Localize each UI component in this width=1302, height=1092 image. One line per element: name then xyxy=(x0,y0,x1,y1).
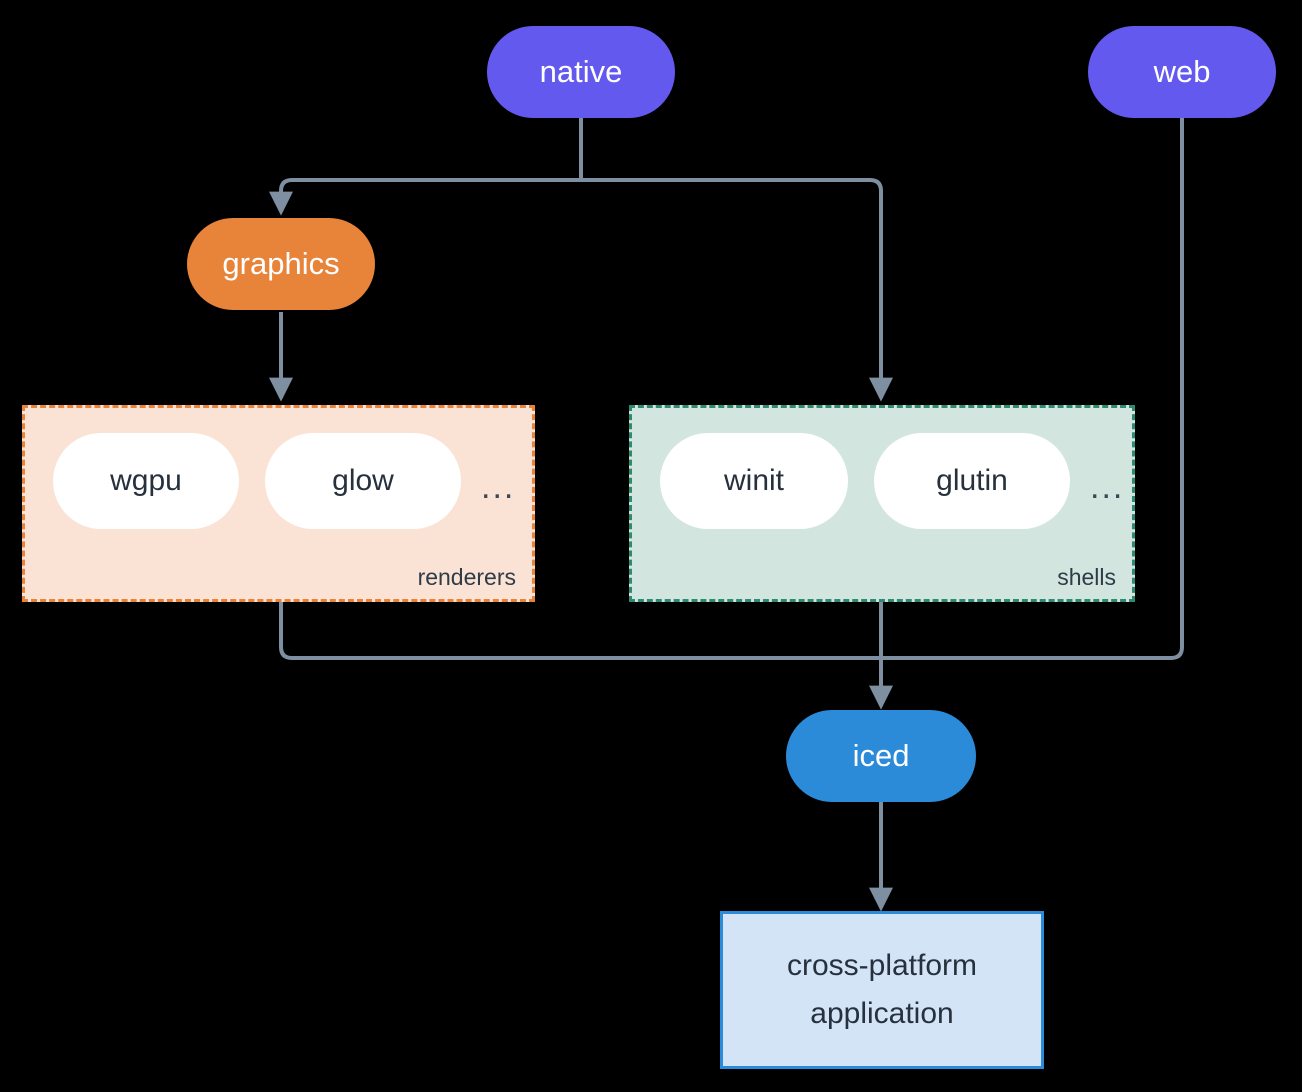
node-graphics[interactable]: graphics xyxy=(187,218,375,310)
node-glutin[interactable]: glutin xyxy=(874,433,1070,529)
application-line-2: application xyxy=(810,997,954,1030)
group-renderers-label: renderers xyxy=(417,564,516,590)
node-winit[interactable]: winit xyxy=(660,433,848,529)
application-line-1: cross-platform xyxy=(786,949,978,982)
edge-renderers-to-iced xyxy=(279,602,881,660)
node-cross-platform-application[interactable]: cross-platform application xyxy=(720,911,1044,1069)
node-web[interactable]: web xyxy=(1088,26,1276,118)
group-renderers: wgpu glow ... renderers xyxy=(22,405,535,602)
node-glow[interactable]: glow xyxy=(265,433,461,529)
shells-more-ellipsis: ... xyxy=(1090,468,1125,506)
edge-native-to-shells xyxy=(581,178,893,402)
node-iced[interactable]: iced xyxy=(786,710,976,802)
group-shells: winit glutin ... shells xyxy=(629,405,1135,602)
group-shells-label: shells xyxy=(1057,564,1116,590)
node-wgpu[interactable]: wgpu xyxy=(53,433,239,529)
edge-native-to-graphics xyxy=(269,178,581,216)
renderers-more-ellipsis: ... xyxy=(481,468,516,506)
node-native[interactable]: native xyxy=(487,26,675,118)
